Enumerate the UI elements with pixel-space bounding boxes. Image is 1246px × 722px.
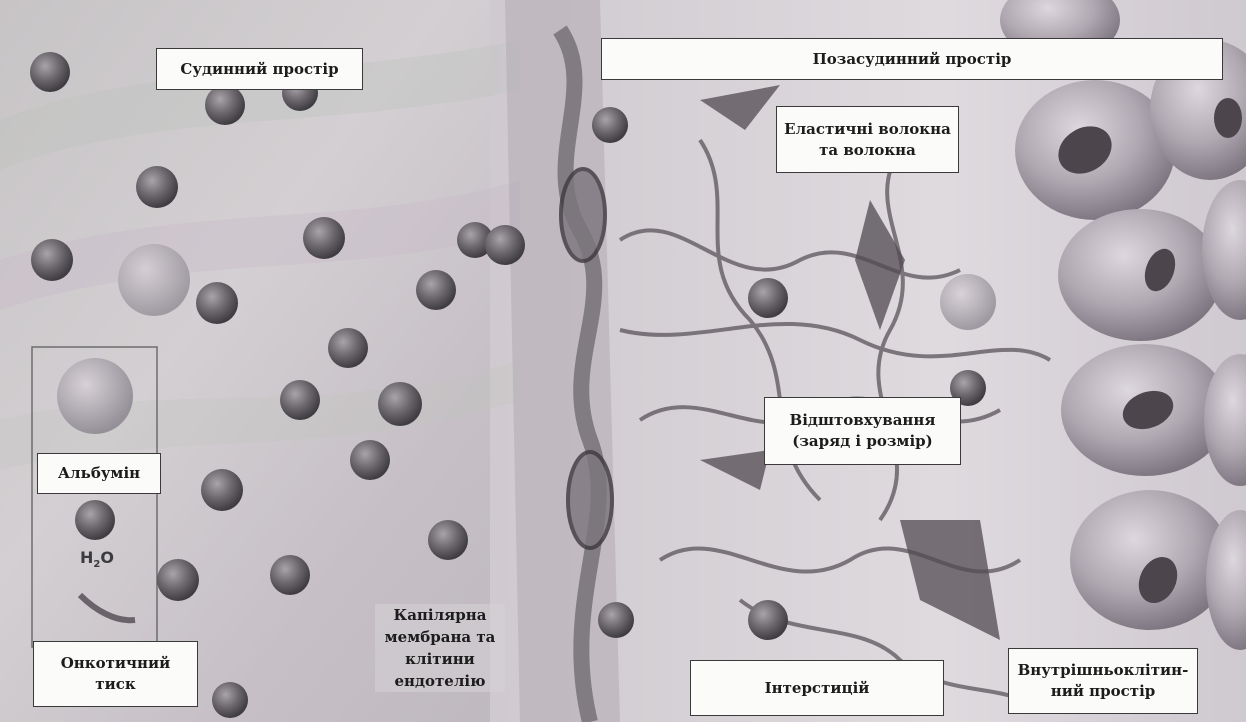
label-interstitium: Інтерстицій	[690, 660, 944, 716]
label-intracellular-space: Внутрішньоклітин- ний простір	[1008, 648, 1198, 714]
water-label: H2O	[80, 548, 114, 570]
label-albumin: Альбумін	[37, 453, 161, 494]
label-elastic-fibers: Еластичні волокна та волокна	[776, 106, 959, 173]
label-extravascular-space: Позасудинний простір	[601, 38, 1223, 80]
label-vascular-space: Судинний простір	[156, 48, 363, 90]
label-repulsion: Відштовхування (заряд і розмір)	[764, 397, 961, 465]
label-oncotic-pressure: Онкотичний тиск	[33, 641, 198, 707]
label-capillary-membrane: Капілярна мембрана та клітини ендотелію	[375, 604, 505, 692]
